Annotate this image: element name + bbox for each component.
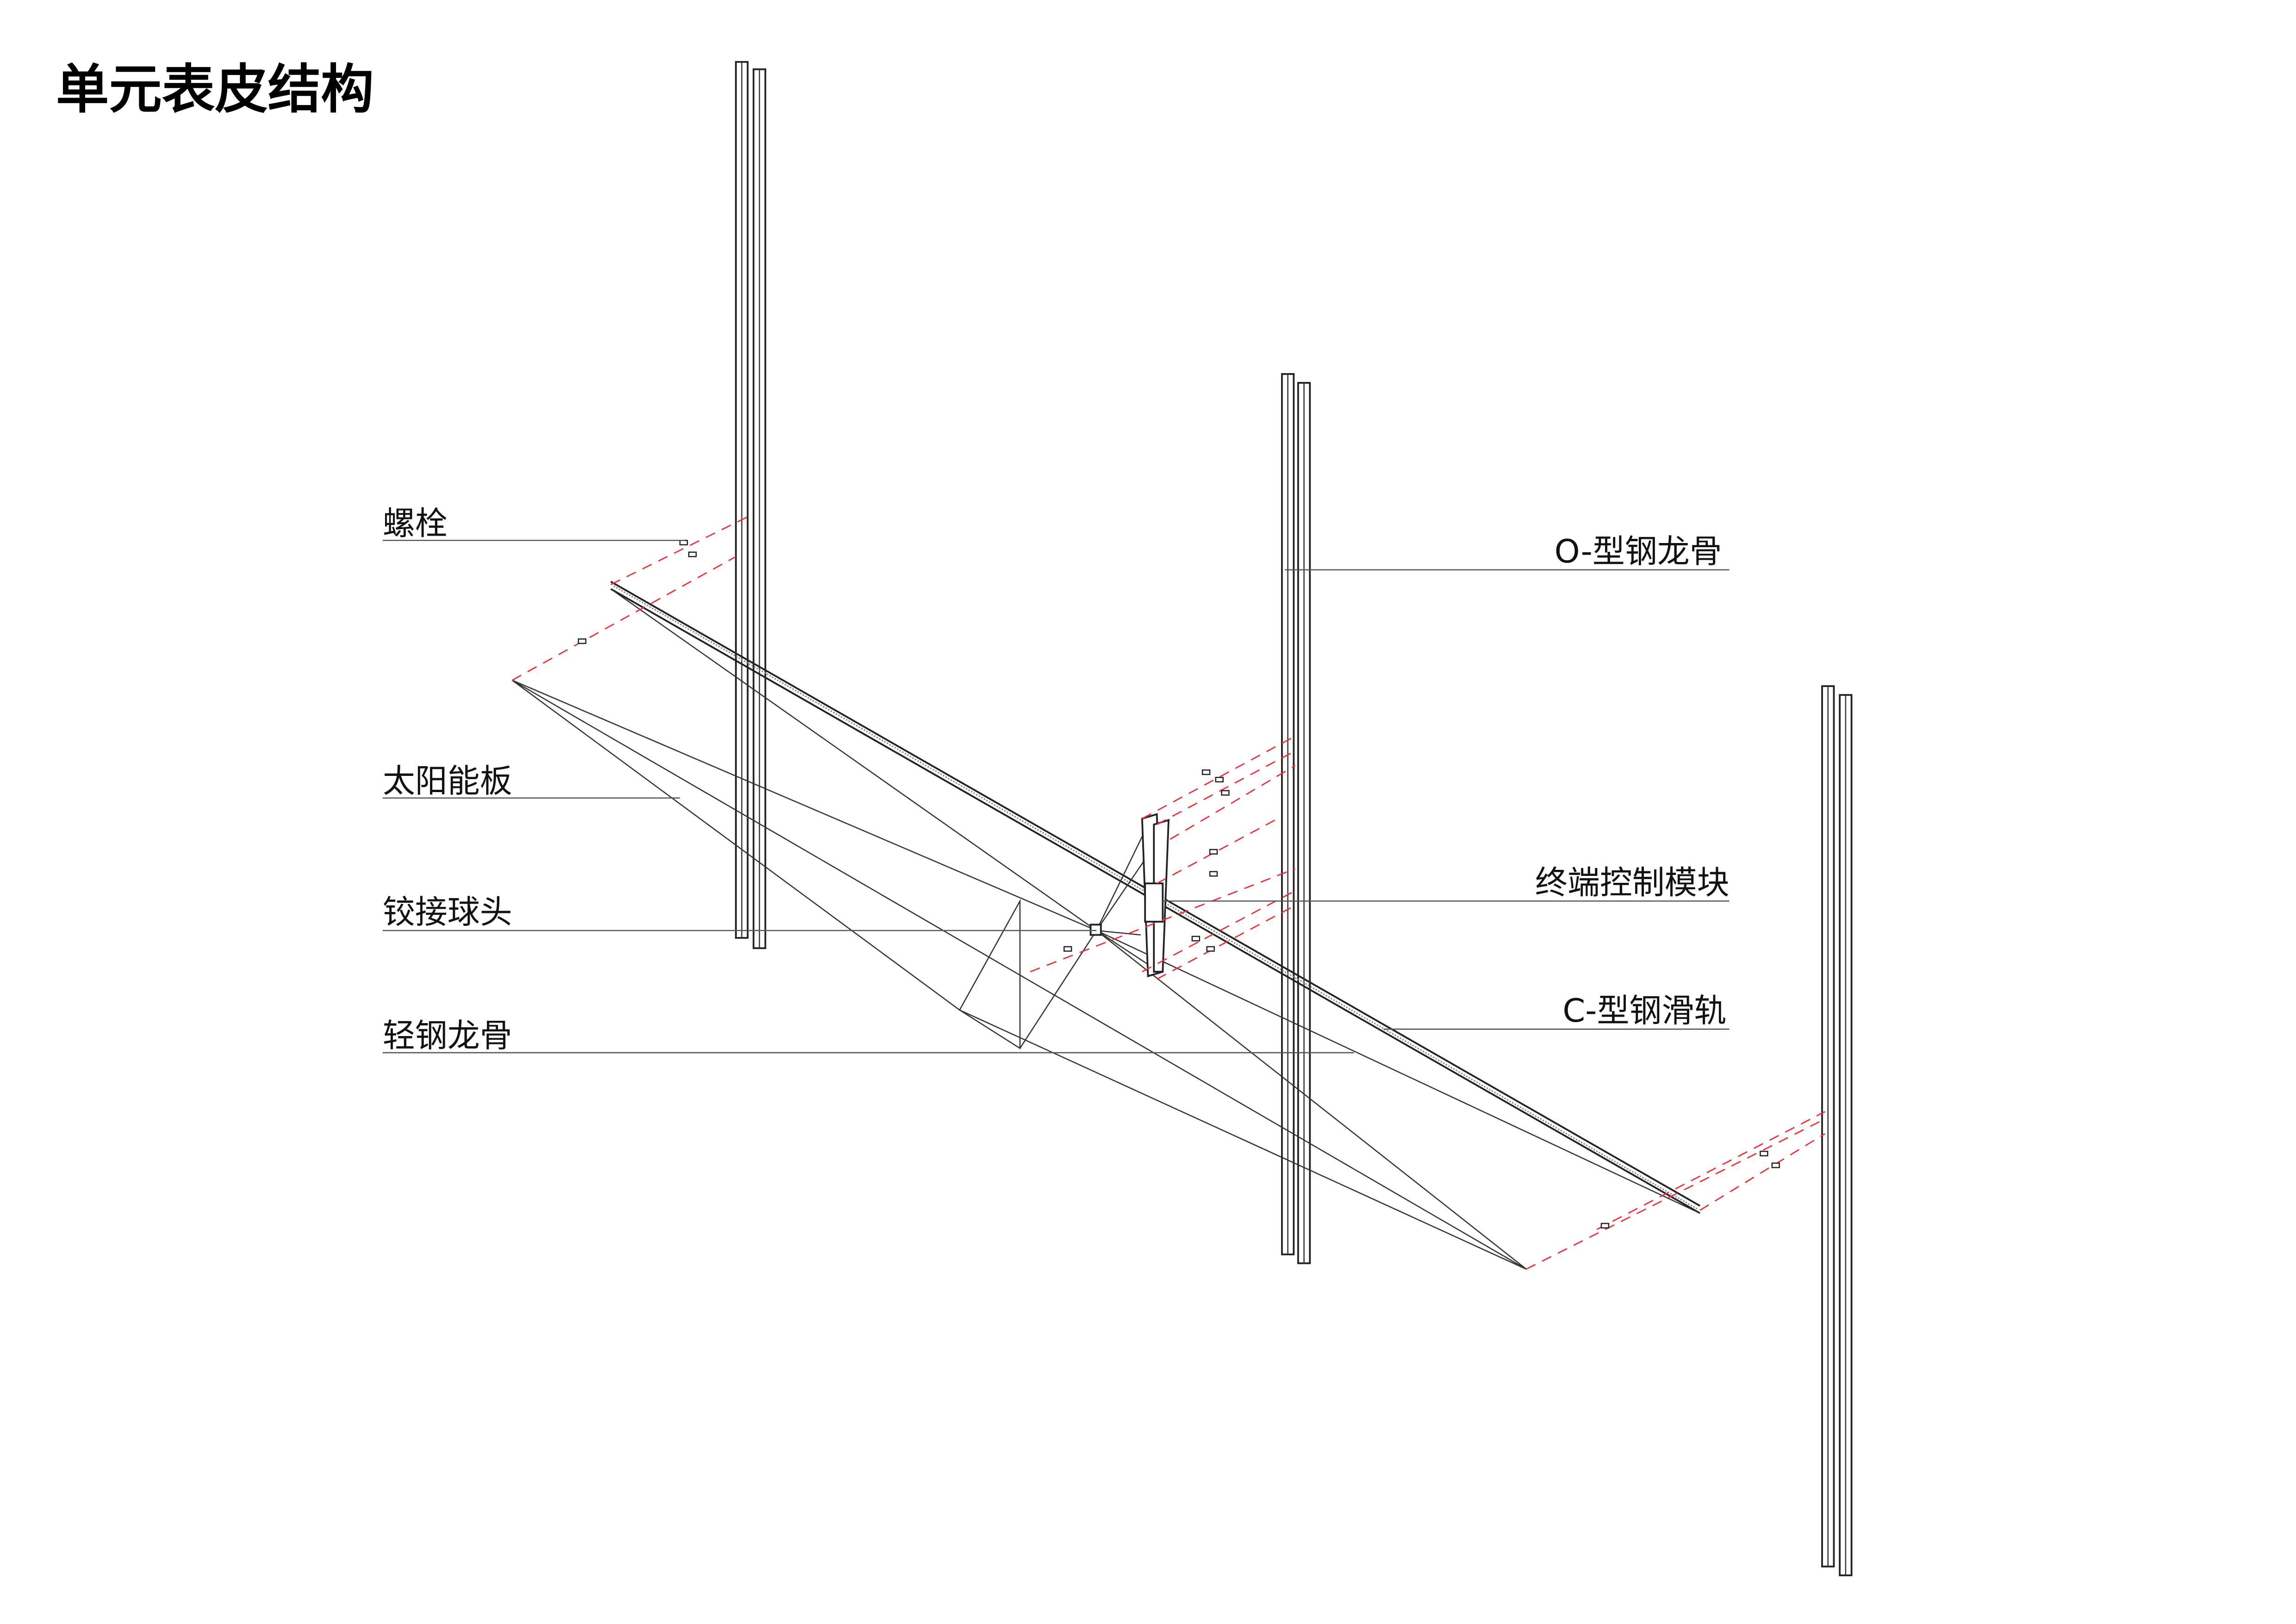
solar-panel	[511, 680, 1527, 1270]
label-solar-panel: 太阳能板	[383, 762, 512, 800]
diagram-title: 单元表皮结构	[56, 58, 374, 120]
label-o-steel-keel: O-型钢龙骨	[1555, 533, 1722, 570]
assembly-guides	[511, 514, 1826, 1270]
o-steel-post-left	[735, 61, 766, 949]
label-terminal-module: 终端控制模块	[1535, 864, 1730, 901]
label-bolt: 螺栓	[383, 505, 448, 543]
label-light-steel-keel: 轻钢龙骨	[383, 1017, 512, 1055]
light-steel-keel	[610, 588, 1700, 1214]
o-steel-post-right	[1821, 685, 1853, 1576]
terminal-control-module	[1141, 813, 1170, 978]
label-ball-joint: 铰接球头	[383, 893, 512, 931]
bolts	[578, 539, 1780, 1229]
label-c-steel-rail: C-型钢滑轨	[1562, 992, 1726, 1030]
o-steel-post-middle	[1281, 373, 1311, 1264]
ball-joint	[1089, 924, 1102, 936]
